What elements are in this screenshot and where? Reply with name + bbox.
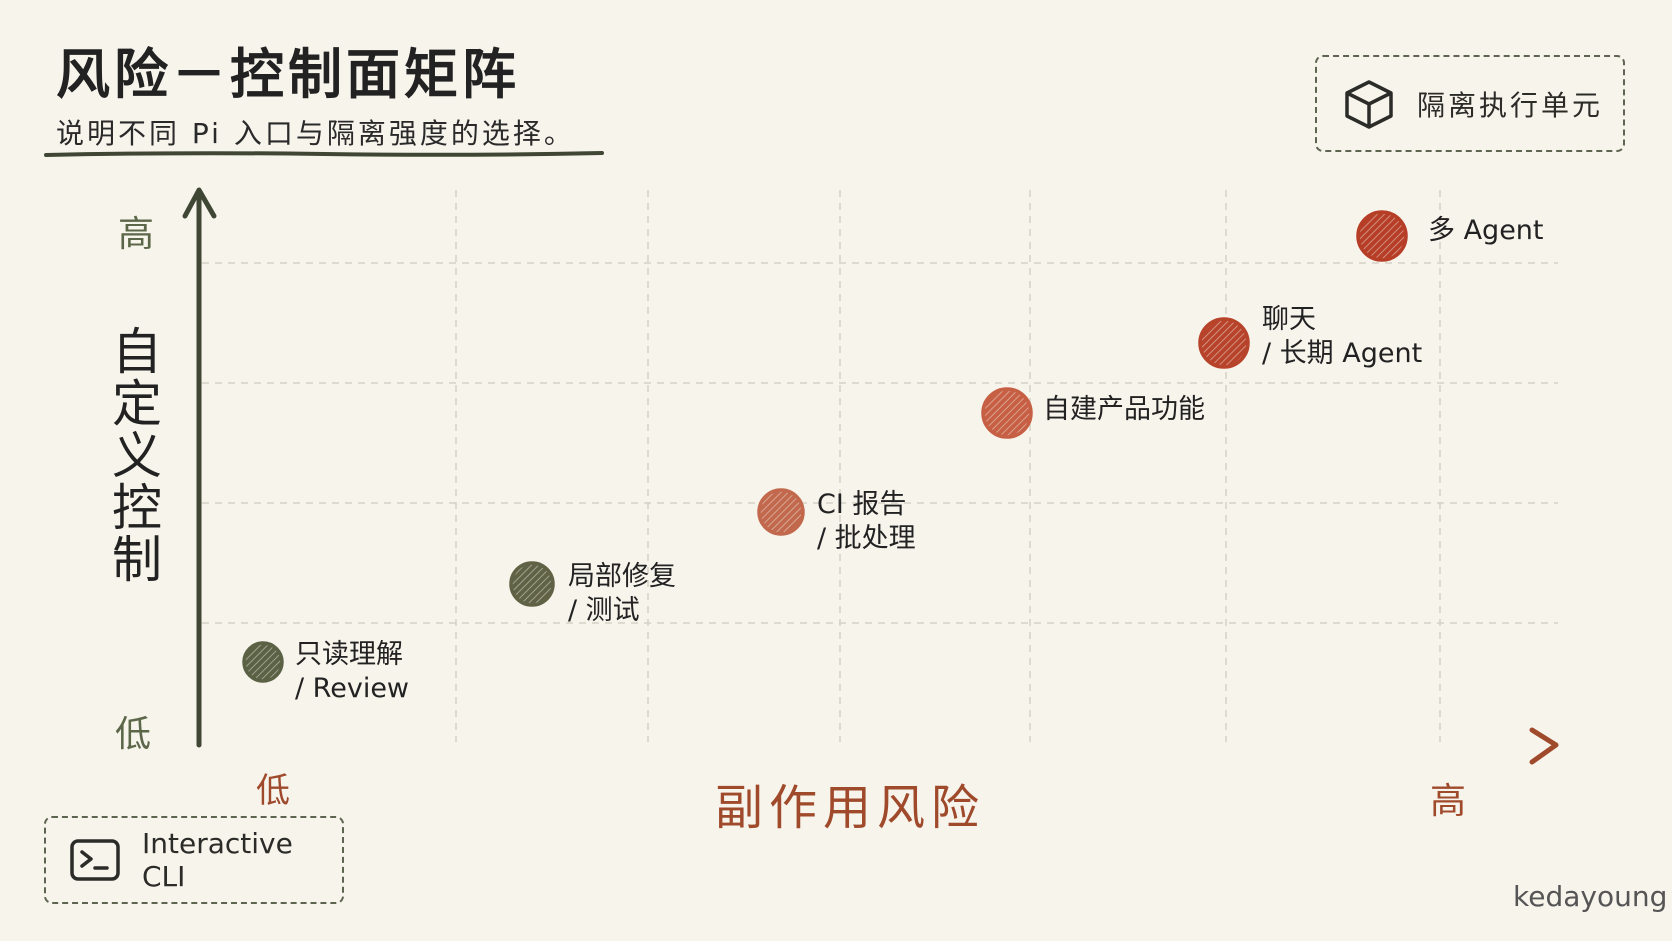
data-point: [509, 561, 555, 607]
y-axis: [182, 187, 217, 748]
data-point: [1356, 210, 1408, 262]
x-axis: [196, 727, 1559, 765]
data-point-label-line2: / Review: [295, 673, 410, 704]
data-point: [757, 488, 805, 536]
data-points: [242, 210, 1408, 683]
data-point-label-line2: / 批处理: [817, 523, 916, 554]
data-point-label-line2: / 测试: [568, 595, 640, 626]
author-signature: kedayoung: [1513, 880, 1668, 913]
data-point-label: 局部修复/ 测试: [568, 560, 676, 628]
data-point-label-line1: 聊天: [1262, 304, 1316, 335]
data-point-label-line1: 自建产品功能: [1043, 394, 1205, 425]
data-point-label: 聊天/ 长期 Agent: [1262, 303, 1422, 371]
data-point-marker: [1198, 317, 1250, 369]
x-axis-high-label: 高: [1430, 781, 1467, 822]
data-point: [981, 387, 1033, 439]
data-point-label-line1: 只读理解: [295, 639, 403, 670]
data-point-label: CI 报告/ 批处理: [817, 488, 916, 556]
y-axis-arrowhead: [182, 187, 217, 219]
data-point: [1198, 317, 1250, 369]
legend-isolation-label: 隔离执行单元: [1417, 88, 1604, 122]
data-point-label-line1: 多 Agent: [1428, 215, 1544, 246]
title-underline: [44, 151, 604, 157]
data-point-marker: [509, 561, 555, 607]
grid-lines: [202, 190, 1558, 742]
data-point-label: 多 Agent: [1428, 214, 1544, 248]
data-point-label: 自建产品功能: [1043, 393, 1205, 427]
y-axis-high-label: 高: [118, 214, 155, 255]
data-point-label-line1: 局部修复: [568, 561, 676, 592]
x-axis-arrowhead: [1529, 727, 1559, 765]
data-point-marker: [757, 488, 805, 536]
page-subtitle: 说明不同 Pi 入口与隔离强度的选择。: [56, 117, 575, 150]
x-axis-low-label: 低: [256, 771, 290, 811]
data-point-label: 只读理解/ Review: [295, 638, 409, 706]
x-axis-title: 副作用风险: [715, 780, 986, 836]
cube-icon: [1343, 78, 1395, 130]
data-point-label-line2: / 长期 Agent: [1262, 338, 1423, 369]
data-point-marker: [242, 641, 284, 683]
legend-interactive-cli: Interactive CLI: [44, 816, 344, 904]
data-point-label-line1: CI 报告: [817, 489, 907, 520]
legend-isolation-unit: 隔离执行单元: [1315, 55, 1625, 152]
page-title: 风险－控制面矩阵: [56, 43, 520, 106]
terminal-icon: [70, 839, 120, 881]
data-point: [242, 641, 284, 683]
data-point-marker: [1356, 210, 1408, 262]
y-axis-low-label: 低: [115, 714, 152, 755]
legend-cli-label: Interactive CLI: [142, 827, 293, 893]
data-point-marker: [981, 387, 1033, 439]
y-axis-title: 自定义控制: [104, 325, 162, 585]
